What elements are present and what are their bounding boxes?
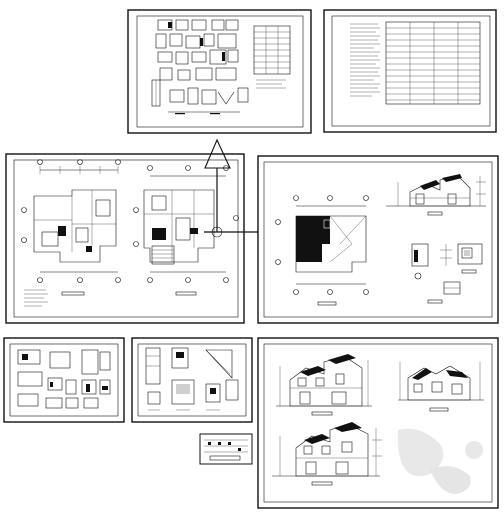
hatched-area: [151, 245, 175, 265]
notes-sheet[interactable]: [323, 9, 497, 133]
roof-plan-sheet[interactable]: [257, 155, 499, 324]
details-sheet-drawings: [151, 19, 291, 115]
side-elevation: [398, 362, 484, 412]
roof-plan: [275, 195, 369, 306]
legend-strip-marks: [204, 439, 248, 461]
floor-plans-sheet[interactable]: [5, 153, 245, 324]
small-details-a-drawings: [17, 349, 111, 409]
small-details-b[interactable]: [131, 337, 253, 423]
rear-elevation: [272, 422, 382, 486]
notes-schedule-table: [385, 21, 481, 105]
ground-floor-plan: [21, 159, 121, 307]
notes-text-block: [350, 23, 380, 97]
section-elevation-small: [386, 174, 486, 216]
small-details-b-drawings: [145, 347, 239, 411]
details-sheet[interactable]: [127, 9, 312, 134]
watermark-logo: [397, 428, 483, 494]
elevations-sheet[interactable]: [257, 337, 499, 509]
upper-floor-plan: [133, 165, 239, 296]
detail-callouts: [411, 243, 483, 304]
small-details-a[interactable]: [3, 337, 125, 423]
legend-strip[interactable]: [199, 433, 253, 465]
front-elevation: [276, 354, 372, 416]
